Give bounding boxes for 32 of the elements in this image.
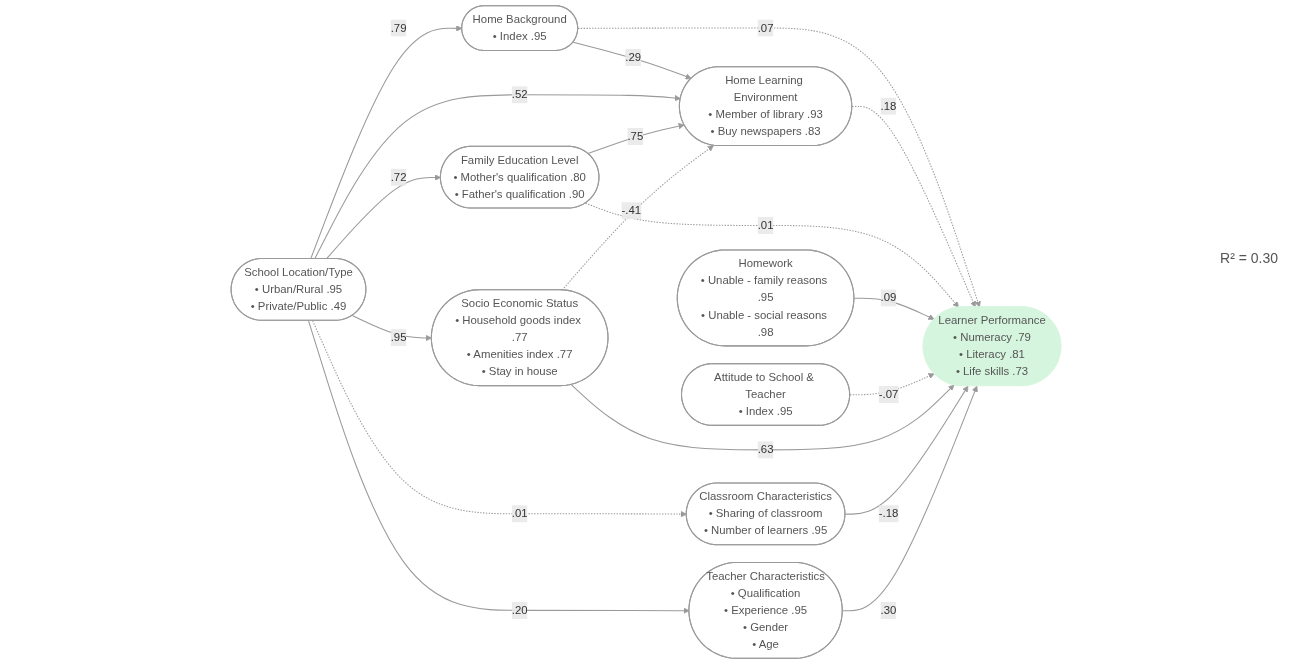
arrow bbox=[570, 384, 955, 451]
arrow bbox=[314, 94, 681, 260]
edge-label: -.07 bbox=[878, 388, 899, 401]
edge-label: .95 bbox=[390, 331, 407, 344]
edge-label: .63 bbox=[757, 443, 774, 456]
edge-label: -.41 bbox=[621, 204, 642, 217]
arrow bbox=[572, 41, 692, 80]
edge-label: .79 bbox=[390, 21, 407, 34]
edge-label: .18 bbox=[880, 99, 897, 112]
arrow bbox=[585, 202, 960, 308]
arrow bbox=[561, 145, 714, 291]
arrow bbox=[312, 320, 687, 518]
arrow bbox=[849, 373, 935, 396]
arrow bbox=[842, 385, 978, 612]
arrow bbox=[844, 385, 969, 515]
edge-label: .01 bbox=[511, 507, 528, 520]
arrow bbox=[307, 320, 690, 614]
edge-label: .07 bbox=[757, 21, 774, 34]
edge-label: .09 bbox=[880, 291, 897, 304]
edge-label: .75 bbox=[627, 130, 644, 143]
r-squared-note: R² = 0.30 bbox=[1220, 250, 1278, 266]
edge-label: .72 bbox=[390, 170, 407, 183]
arrow bbox=[577, 27, 981, 308]
edge-label: .52 bbox=[511, 88, 528, 101]
arrow bbox=[853, 297, 935, 320]
edge-label: -.18 bbox=[878, 507, 899, 520]
edge-label: .29 bbox=[625, 51, 642, 64]
arrow bbox=[587, 123, 685, 155]
edge-label: .01 bbox=[757, 219, 774, 232]
edge-label: .20 bbox=[511, 603, 528, 617]
arrow bbox=[851, 105, 976, 308]
edge-label: .30 bbox=[880, 603, 897, 617]
